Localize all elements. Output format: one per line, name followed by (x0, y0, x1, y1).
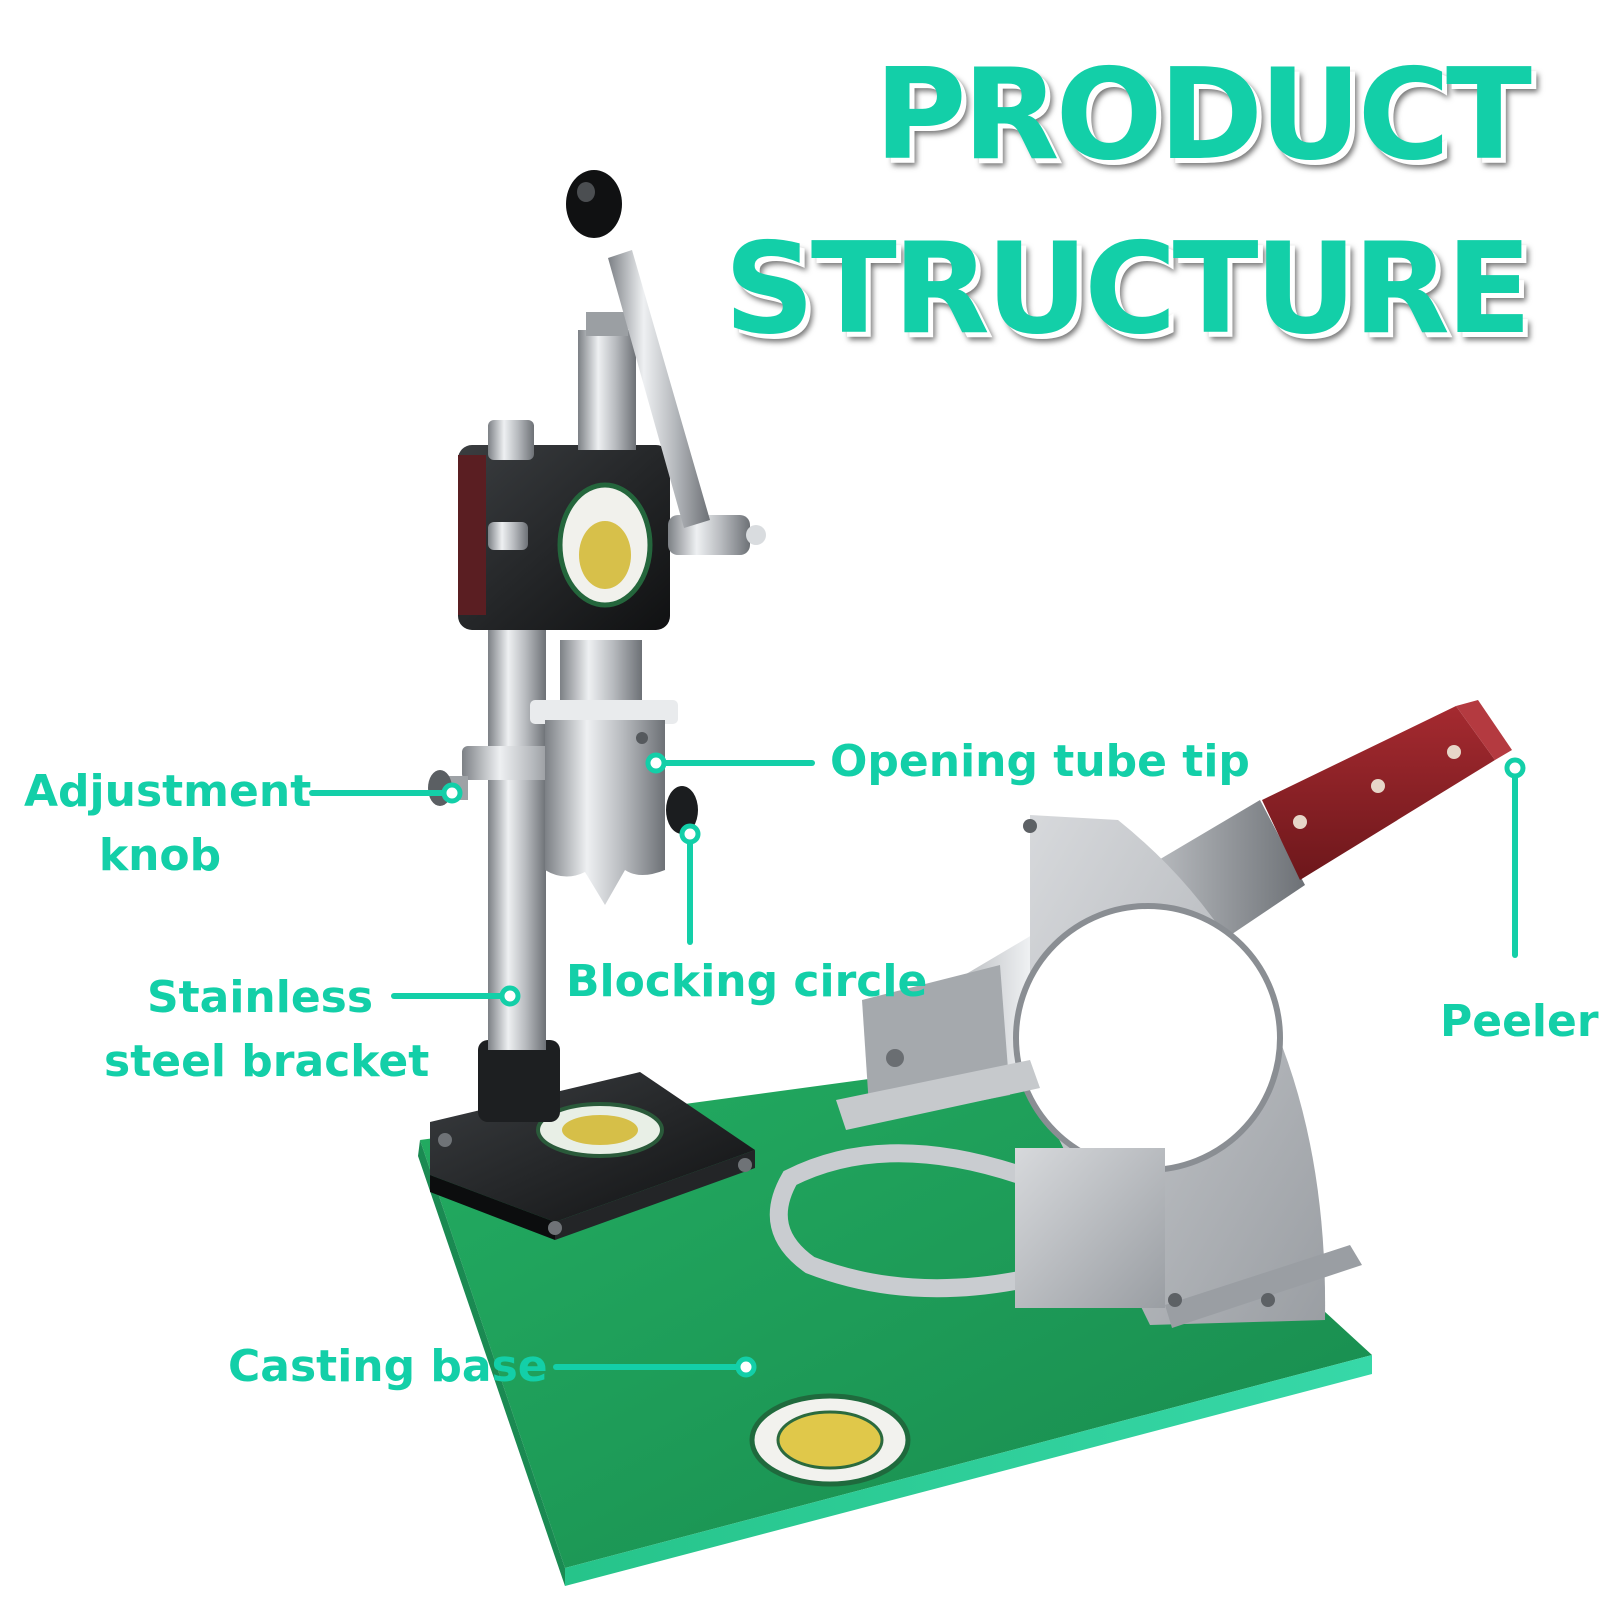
peeler-assembly (769, 700, 1512, 1328)
dot-casting-base (735, 1356, 757, 1378)
callout-stainless-steel-bracket-line2: steel bracket (104, 1036, 430, 1087)
callout-casting-base: Casting base (228, 1341, 548, 1392)
stainless-steel-column (488, 600, 546, 1050)
dot-blocking-circle (679, 823, 701, 845)
dot-peeler (1504, 757, 1526, 779)
callout-anchor-dots (441, 752, 1526, 1378)
dot-opening-tube-tip (645, 752, 667, 774)
callout-peeler: Peeler (1440, 996, 1599, 1047)
callout-stainless-steel-bracket: Stainless steel bracket (104, 966, 430, 1094)
callout-blocking-circle: Blocking circle (566, 956, 928, 1007)
callout-stainless-steel-bracket-line1: Stainless (146, 972, 374, 1023)
dot-stainless-steel-bracket (499, 985, 521, 1007)
callout-opening-tube-tip: Opening tube tip (830, 736, 1250, 787)
opening-tube (530, 640, 678, 905)
callout-leader-lines (309, 760, 1518, 1370)
callout-adjustment-knob-line2: knob (98, 830, 222, 881)
peeler-handle (1262, 706, 1495, 880)
blocking-circle-part (666, 786, 698, 834)
title-line-structure: STRUCTURE (724, 215, 1532, 362)
title-line-product: PRODUCT (874, 41, 1532, 188)
dot-adjustment-knob (441, 782, 463, 804)
press-head (458, 312, 766, 630)
callout-adjustment-knob: Adjustment knob (24, 760, 312, 888)
lever-ball-knob (566, 170, 622, 238)
press-cast-foot (430, 1040, 755, 1240)
callout-adjustment-knob-line1: Adjustment (24, 766, 312, 817)
press-lever (566, 170, 710, 528)
